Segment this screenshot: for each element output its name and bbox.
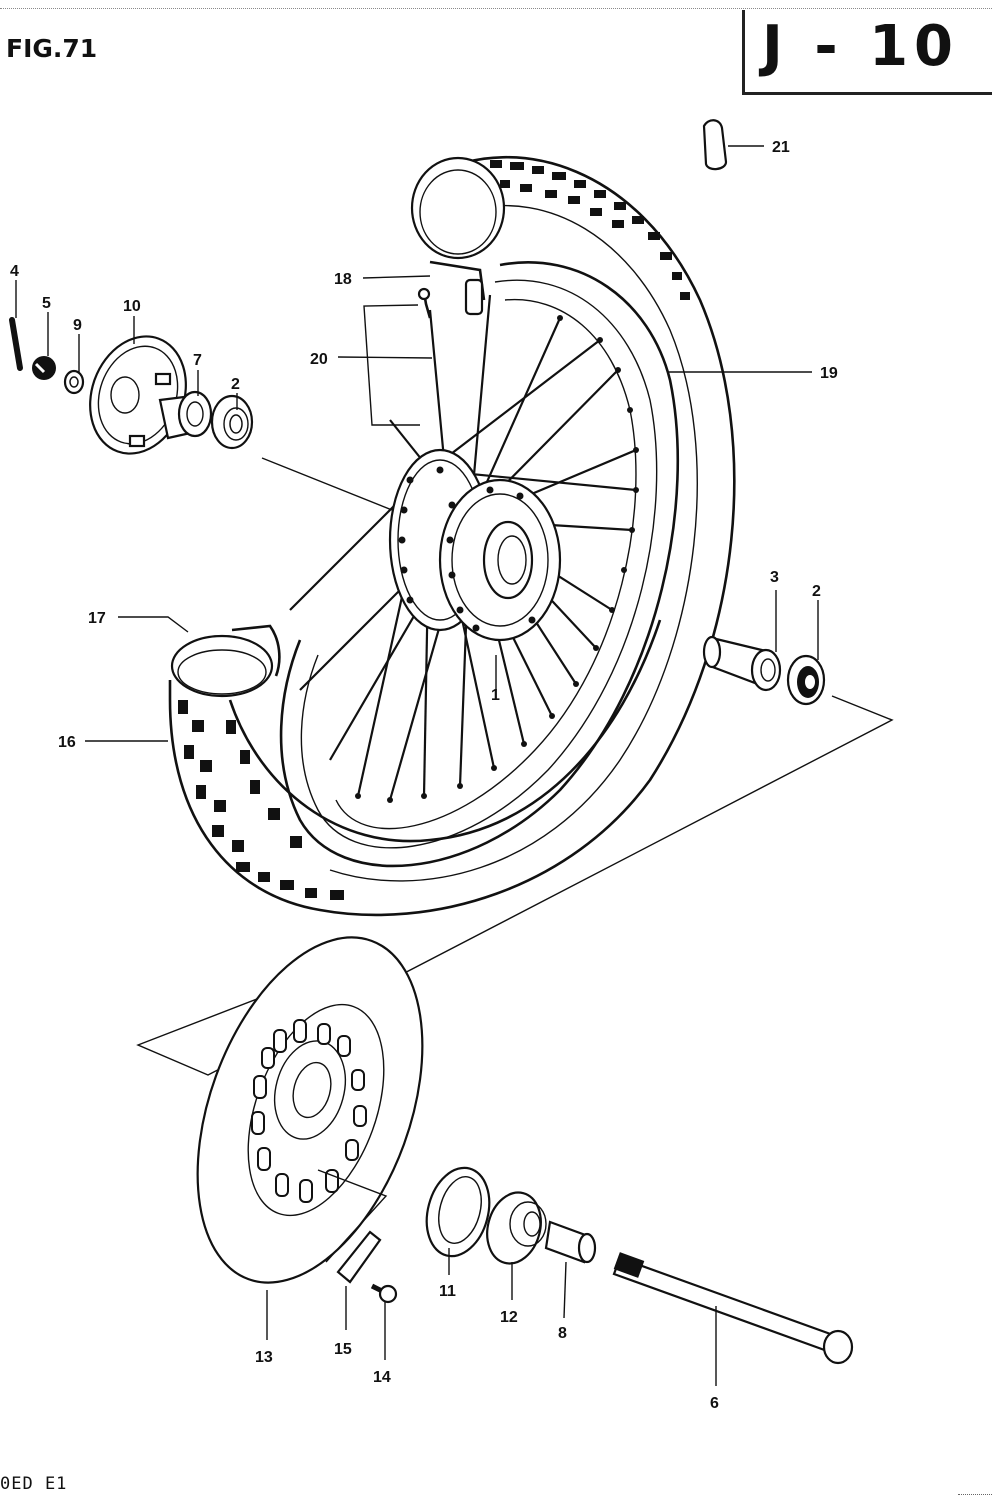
callout-7: 7 [193,352,202,369]
tire-tread-top [490,160,690,300]
page-code: J - 10 [762,14,959,79]
valve-cap [702,119,728,171]
callout-1: 1 [491,687,500,704]
dust-seal [425,1166,491,1258]
callout-9: 9 [73,317,82,334]
callout-3: 3 [770,569,779,586]
page-code-box [742,10,992,95]
tire-tread-bottom [178,700,344,900]
assembly-line-disc [317,1169,388,1263]
callout-17: 17 [88,610,106,627]
axle-spacer [544,1220,597,1264]
callout-10: 10 [123,298,141,315]
washer [63,369,85,395]
leader-lines [15,145,819,1386]
lock-washer [336,1230,382,1284]
spacer-bushing [702,635,782,692]
spacer [158,390,213,440]
callout-2-left: 2 [231,376,240,393]
callout-15: 15 [334,1341,352,1358]
front-axle [612,1252,854,1365]
hub-spoke-holes [398,466,536,632]
callout-5: 5 [42,295,51,312]
callout-16: 16 [58,734,76,751]
assembly-line-axle [136,695,894,1076]
footer-code: 0ED E1 [0,1474,68,1494]
callout-18: 18 [334,271,352,288]
speedometer-gearbox [89,335,187,455]
disc-vent-holes [251,1019,367,1203]
callout-20: 20 [310,351,328,368]
callout-19: 19 [820,365,838,382]
assembly-line-left [261,457,393,511]
disc-bolt [370,1283,398,1304]
bearing-right [786,654,826,706]
tire [168,155,736,917]
callout-12: 12 [500,1309,518,1326]
nut [32,356,56,380]
callout-14: 14 [373,1369,391,1386]
callout-6: 4 [10,263,19,280]
callout-11: 11 [439,1283,456,1300]
callout-8: 8 [558,1325,567,1342]
callout-13: 13 [255,1349,273,1366]
top-border [0,8,992,9]
hub [388,448,562,642]
cotter-pin [9,317,23,371]
brake-disc [196,936,424,1284]
callout-4: 6 [710,1395,719,1412]
callout-2-right: 2 [812,583,821,600]
bearing-left [210,394,254,450]
callout-21: 21 [772,139,790,156]
callout-labels: 4 5 9 10 7 2 18 20 19 21 3 2 17 16 1 13 … [10,139,838,1412]
footer-mark [958,1494,992,1495]
figure-label: FIG.71 [6,34,98,63]
tube [170,156,506,698]
retainer [486,1191,547,1265]
